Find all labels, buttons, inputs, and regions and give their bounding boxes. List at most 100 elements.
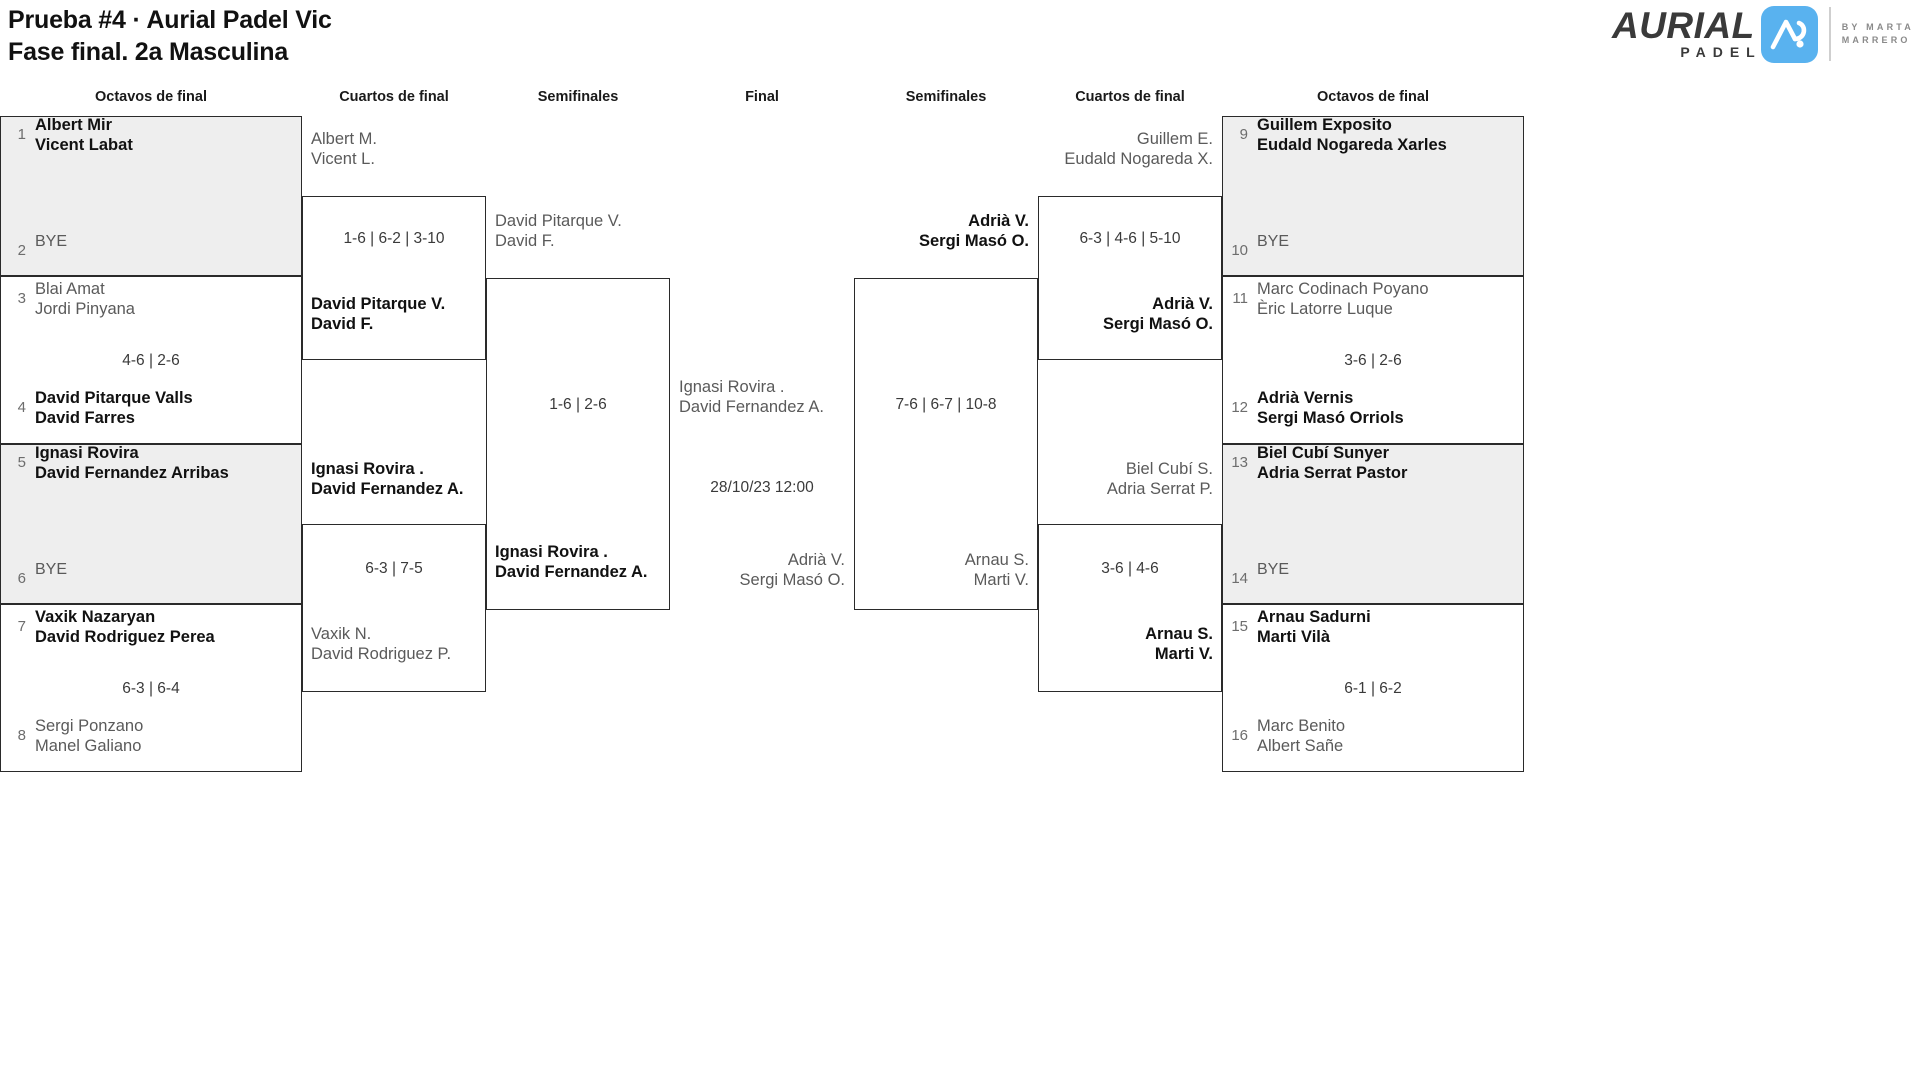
round-header-left-sf: Semifinales [537,89,619,105]
seed-number: 8 [17,727,26,744]
match-score-left-r16-2: 4-6 | 2-6 [122,352,180,369]
round-header-right-qf: Cuartos de final [1075,89,1185,105]
seed-number: 12 [1231,399,1248,416]
team-left-sf-bottom[interactable]: Ignasi Rovira .David Fernandez A. [495,543,648,581]
seed-number: 6 [17,570,26,587]
seed-number: 16 [1231,727,1248,744]
match-score-right-qf-2: 3-6 | 4-6 [1101,560,1159,577]
seed-number: 11 [1232,290,1248,307]
match-score-left-r16-4: 6-3 | 6-4 [122,680,180,697]
team-slot-seed-10[interactable]: 10 BYE [1222,232,1524,260]
logo-brand-text: AURIAL [1611,4,1755,46]
logo-divider [1828,7,1831,61]
seed-number: 10 [1231,242,1248,259]
logo-byline: BY MARTA MARRERO [1842,21,1914,47]
page-title: Prueba #4 · Aurial Padel Vic Fase final.… [8,4,332,68]
logo-byline-2: MARRERO [1841,35,1911,45]
team-names: BYE [1257,561,1290,578]
title-line-2: Fase final. 2a Masculina [8,38,289,66]
match-box-right-qf-1[interactable] [1038,196,1222,360]
team-right-qf-1-top[interactable]: Guillem E.Eudald Nogareda X. [1064,130,1213,168]
match-box-right-sf-1[interactable] [854,278,1038,610]
seed-number: 13 [1231,454,1248,471]
team-left-qf-1-bottom[interactable]: David Pitarque V.David F. [311,295,446,333]
match-box-right-qf-2[interactable] [1038,524,1222,692]
seed-number: 1 [17,126,26,143]
match-score-left-sf: 1-6 | 2-6 [549,396,607,413]
match-box-left-r16-4[interactable] [0,604,302,772]
match-box-left-r16-3[interactable] [0,444,302,604]
match-score-left-qf-2: 6-3 | 7-5 [365,560,423,577]
team-left-qf-1-top[interactable]: Albert M.Vicent L. [311,130,378,168]
team-names: BYE [1257,233,1290,250]
seed-number: 15 [1231,618,1248,635]
team-slot-seed-14[interactable]: 14 BYE [1222,560,1524,588]
round-header-final: Final [745,89,779,105]
match-box-right-r16-3[interactable] [1222,444,1524,604]
match-box-right-r16-1[interactable] [1222,116,1524,276]
round-header-left-qf: Cuartos de final [339,89,449,105]
aurial-padel-logo: AURIAL PADEL BY MARTA MARRERO [1612,4,1914,64]
match-score-right-qf-1: 6-3 | 4-6 | 5-10 [1079,230,1181,247]
match-box-left-r16-1[interactable] [0,116,302,276]
match-score-right-r16-4: 6-1 | 6-2 [1344,680,1402,697]
team-left-qf-2-top[interactable]: Ignasi Rovira .David Fernandez A. [311,460,464,498]
ap-monogram-icon [1760,5,1818,63]
round-header-right-sf: Semifinales [905,89,987,105]
seed-number: 7 [17,618,26,635]
match-box-right-r16-2[interactable] [1222,276,1524,444]
title-line-1: Prueba #4 · Aurial Padel Vic [8,6,332,34]
team-left-sf-top[interactable]: David Pitarque V.David F. [495,212,622,250]
team-slot-seed-2[interactable]: 2 BYE [0,232,302,260]
team-right-qf-2-top[interactable]: Biel Cubí S.Adria Serrat P. [1106,460,1213,498]
team-right-sf-top[interactable]: Adrià V.Sergi Masó O. [918,212,1029,250]
team-final-top[interactable]: Ignasi Rovira .David Fernandez A. [679,378,824,416]
seed-number: 3 [17,290,26,307]
match-box-left-qf-2[interactable] [302,524,486,692]
team-slot-seed-6[interactable]: 6 BYE [0,560,302,588]
match-score-left-qf-1: 1-6 | 6-2 | 3-10 [343,230,445,247]
team-names: BYE [35,233,68,250]
team-right-sf-bottom[interactable]: Arnau S.Marti V. [964,551,1029,589]
match-box-left-r16-2[interactable] [0,276,302,444]
seed-number: 5 [17,454,26,471]
seed-number: 4 [17,399,26,416]
seed-number: 2 [17,242,26,259]
seed-number: 9 [1239,126,1248,143]
team-right-qf-1-bottom[interactable]: Adrià V.Sergi Masó O. [1102,295,1213,333]
match-box-right-r16-4[interactable] [1222,604,1524,772]
match-box-left-qf-1[interactable] [302,196,486,360]
team-right-qf-2-bottom[interactable]: Arnau S.Marti V. [1145,625,1213,663]
seed-number: 14 [1231,570,1248,587]
team-final-bottom[interactable]: Adrià V.Sergi Masó O. [739,551,845,589]
team-left-qf-2-bottom[interactable]: Vaxik N.David Rodriguez P. [311,625,452,663]
round-header-right-r16: Octavos de final [1316,89,1429,105]
match-box-left-sf-1[interactable] [486,278,670,610]
match-score-right-r16-2: 3-6 | 2-6 [1344,352,1402,369]
logo-byline-1: BY MARTA [1841,21,1914,32]
logo-subbrand-text: PADEL [1680,44,1762,61]
